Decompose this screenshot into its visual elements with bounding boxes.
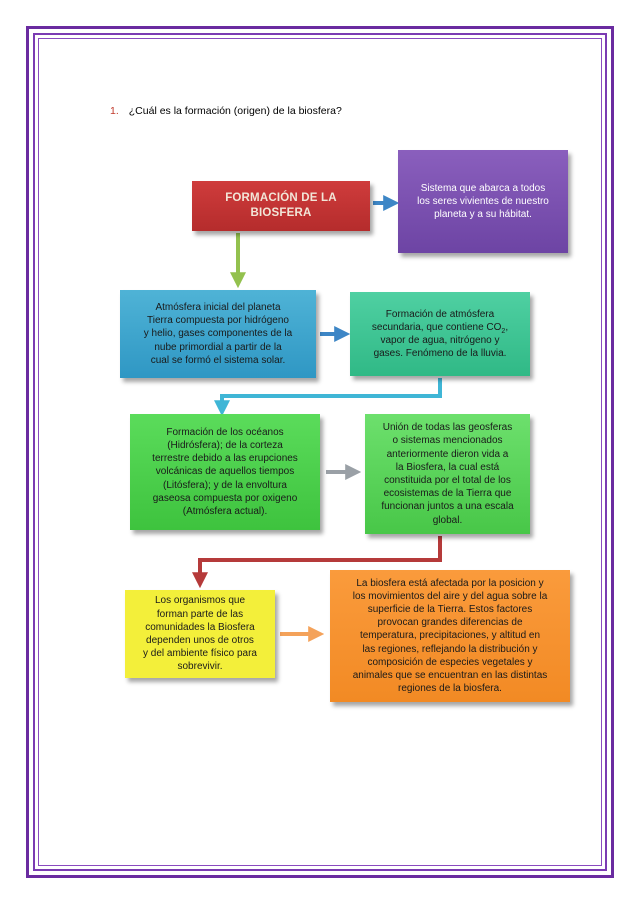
- text-line: composición de especies vegetales y: [367, 656, 533, 668]
- text-line: constituida por el total de los: [384, 475, 511, 486]
- text-line: cual se formó el sistema solar.: [150, 354, 286, 366]
- title-line: FORMACIÓN DE LA: [225, 191, 337, 204]
- text-line: las regiones, reflejando la distribución…: [362, 643, 538, 655]
- text-line: funcionan juntos a una escala: [381, 501, 514, 513]
- box-atmosphere-secondary: Formación de atmósfera secundaria, que c…: [350, 292, 530, 376]
- text-line: provocan grandes diferencias de: [377, 617, 523, 629]
- text-line: Tierra compuesta por hidrógeno: [147, 315, 289, 327]
- title-line: BIOSFERA: [250, 207, 312, 219]
- text-line: gases. Fenómeno de la lluvia.: [373, 348, 507, 360]
- text-line: superficie de la Tierra. Estos factores: [367, 604, 533, 616]
- text-line: planeta y a su hábitat.: [434, 209, 532, 221]
- box-biosphere-factors: La biosfera está afectada por la posicio…: [330, 570, 570, 702]
- text-line: secundaria, que contiene CO2,: [371, 321, 509, 335]
- text-fragment: secundaria, que contiene CO: [371, 321, 502, 333]
- text-line: los movimientos del aire y del agua sobr…: [352, 590, 548, 602]
- page-border-middle: [33, 33, 607, 871]
- text-line: sobrevivir.: [177, 661, 223, 673]
- page-border-inner: [38, 38, 602, 866]
- box-organisms: Los organismos que forman parte de las c…: [125, 590, 275, 678]
- text-line: forman parte de las: [156, 608, 244, 620]
- text-line: la Biosfera, la cual está: [395, 461, 500, 473]
- text-line: comunidades la Biosfera: [145, 621, 255, 633]
- text-line: Unión de todas las geosferas: [382, 422, 513, 434]
- page-border-outer: [26, 26, 614, 878]
- text-line: Los organismos que: [154, 595, 246, 607]
- text-line: o sistemas mencionados: [392, 435, 503, 447]
- subscript-2: 2: [501, 327, 506, 335]
- text-line: La biosfera está afectada por la posicio…: [356, 577, 544, 589]
- text-line: Formación de los océanos: [166, 426, 284, 438]
- text-fragment: ,: [505, 321, 509, 333]
- text-line: vapor de agua, nitrógeno y: [380, 335, 500, 346]
- text-line: (Atmósfera actual).: [182, 505, 268, 517]
- question-number: 1.: [110, 105, 119, 117]
- text-line: Sistema que abarca a todos: [420, 182, 546, 194]
- text-line: regiones de la biosfera.: [398, 683, 502, 695]
- text-line: volcánicas de aquellos tiempos: [155, 466, 295, 478]
- text-line: (Hidrósfera); de la corteza: [167, 440, 283, 452]
- box-atmosphere-initial: Atmósfera inicial del planeta Tierra com…: [120, 290, 316, 378]
- question-text: ¿Cuál es la formación (origen) de la bio…: [128, 105, 342, 117]
- text-line: temperatura, precipitaciones, y altitud …: [359, 630, 541, 642]
- text-line: terrestre debido a las erupciones: [152, 453, 298, 465]
- text-line: global.: [432, 514, 463, 526]
- text-line: nube primordial a partir de la: [154, 341, 282, 353]
- text-line: los seres vivientes de nuestro: [417, 195, 549, 207]
- text-line: anteriormente dieron vida a: [386, 448, 509, 460]
- text-line: (Litósfera); y de la envoltura: [163, 479, 287, 491]
- text-line: ecosistemas de la Tierra que: [383, 488, 512, 500]
- question-heading: 1. ¿Cuál es la formación (origen) de la b…: [110, 105, 342, 117]
- text-line: gaseosa compuesta por oxigeno: [152, 492, 298, 504]
- text-line: animales que se encuentran en las distin…: [352, 669, 548, 681]
- text-line: Atmósfera inicial del planeta: [155, 302, 281, 314]
- text-line: Formación de atmósfera: [385, 308, 495, 320]
- box-definition: Sistema que abarca a todos los seres viv…: [398, 150, 568, 253]
- text-line: dependen unos de otros: [146, 635, 254, 646]
- text-line: y del ambiente físico para: [143, 648, 257, 660]
- text-line: y helio, gases componentes de la: [143, 328, 293, 340]
- box-formation-title: FORMACIÓN DE LA BIOSFERA: [192, 181, 370, 231]
- box-geospheres-union: Unión de todas las geosferas o sistemas …: [365, 414, 530, 534]
- box-oceans-formation: Formación de los océanos (Hidrósfera); d…: [130, 414, 320, 530]
